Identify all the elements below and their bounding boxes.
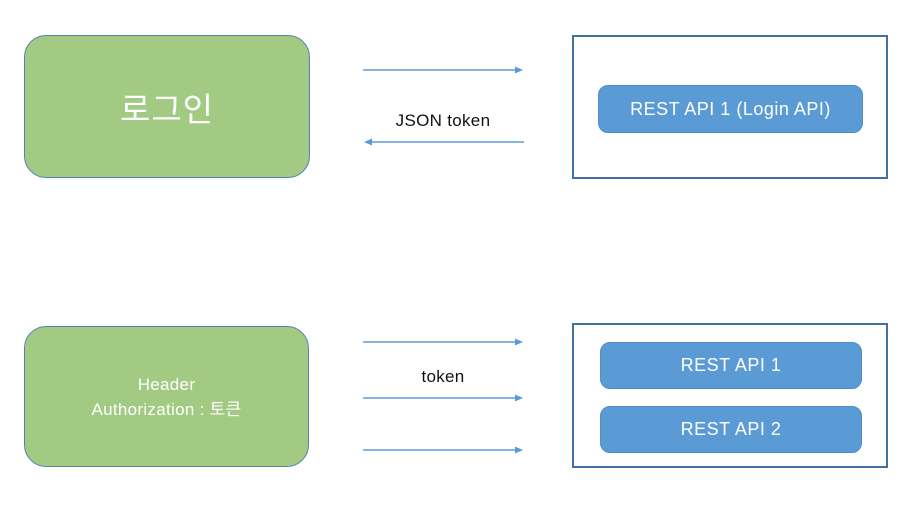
auth-header-label-line1: Header xyxy=(137,374,196,394)
api-server-box: REST API 1 REST API 2 xyxy=(572,323,888,468)
rest-api-1-button: REST API 1 xyxy=(600,342,862,389)
rest-api-1-button-label: REST API 1 xyxy=(680,355,782,375)
login-client-box: 로그인 xyxy=(24,35,310,178)
rest-api-2-button: REST API 2 xyxy=(600,406,862,453)
login-server-box: REST API 1 (Login API) xyxy=(572,35,888,179)
rest-api-login-button: REST API 1 (Login API) xyxy=(598,85,863,133)
rest-api-login-button-label: REST API 1 (Login API) xyxy=(630,98,831,119)
rest-api-2-button-label: REST API 2 xyxy=(680,419,782,439)
login-client-label: 로그인 xyxy=(119,90,215,128)
token-request-label: token xyxy=(421,367,465,386)
json-token-response-label: JSON token xyxy=(395,111,491,130)
auth-header-label-line2: Authorization : 토큰 xyxy=(91,399,242,419)
auth-header-client-box: Header Authorization : 토큰 xyxy=(24,326,309,467)
